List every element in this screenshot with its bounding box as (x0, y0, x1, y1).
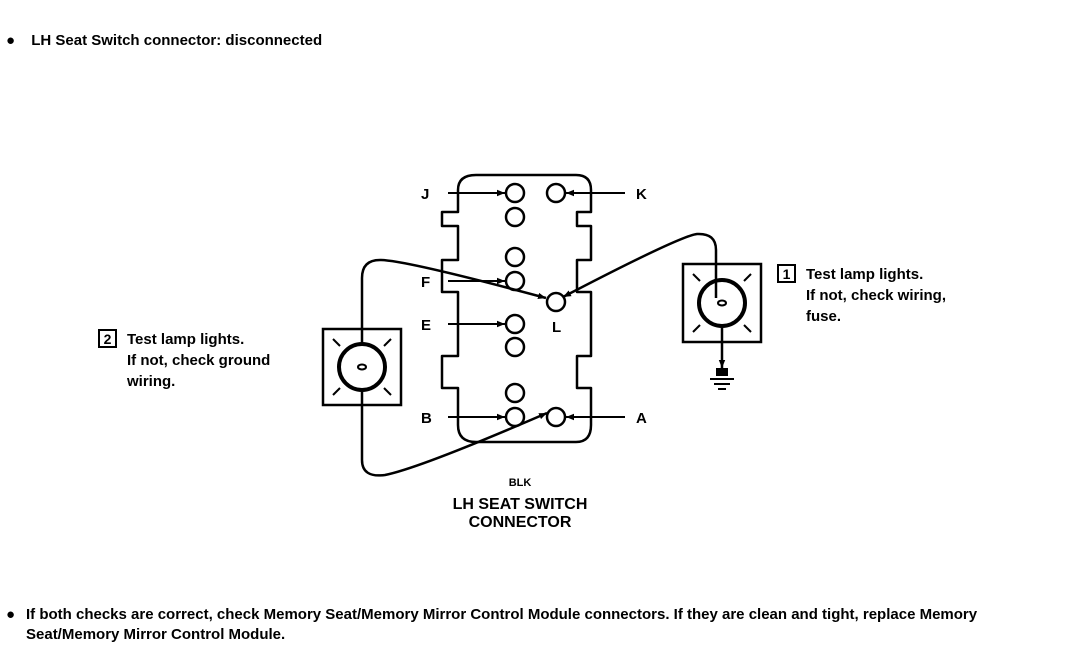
pin-j (504, 182, 526, 204)
pin-cavity (504, 382, 526, 404)
pin-label-l: L (552, 319, 561, 336)
step-number-box (98, 329, 117, 348)
connector-status-line: ● LH Seat Switch connector: disconnected (6, 32, 322, 49)
probe-wire-2-bottom (360, 388, 548, 477)
connector-status-text: LH Seat Switch connector: disconnected (31, 32, 323, 49)
pin-label-e: E (421, 317, 431, 334)
pin-a (545, 406, 567, 428)
pin-k (545, 182, 567, 204)
step-number-box (777, 264, 796, 283)
check2-line: Test lamp lights. (127, 331, 244, 348)
pin-label-k: K (636, 186, 647, 203)
final-instruction-text: If both checks are correct, check Memory… (26, 606, 978, 643)
pin-label-b: B (421, 410, 432, 427)
check1-line: fuse. (806, 308, 841, 325)
pin-cavities (504, 182, 567, 428)
check1-line: Test lamp lights. (806, 266, 923, 283)
pin-l (545, 291, 567, 313)
pin-e (504, 313, 526, 335)
pin-label-a: A (636, 410, 647, 427)
pin-cavity (504, 336, 526, 358)
final-instruction: ● If both checks are correct, check Memo… (6, 605, 1062, 645)
ground-symbol-icon (710, 326, 734, 390)
probe-wire-1 (562, 232, 718, 299)
bullet-icon: ● (6, 606, 16, 623)
step-number: 2 (104, 331, 112, 347)
pin-label-f: F (421, 274, 430, 291)
pin-label-j: J (421, 186, 429, 203)
check2-line: wiring. (126, 373, 175, 390)
probe-wire-2-top (360, 258, 547, 346)
bullet-icon: ● (6, 32, 16, 49)
pin-cavity (504, 246, 526, 268)
check2-line: If not, check ground (127, 352, 270, 369)
connector-color-code: BLK (509, 477, 532, 489)
connector-title: CONNECTOR (469, 514, 572, 531)
step-number: 1 (783, 266, 791, 282)
connector-housing (440, 173, 593, 444)
check1-line: If not, check wiring, (806, 287, 946, 304)
pin-cavity (504, 206, 526, 228)
connector-title: LH SEAT SWITCH (453, 496, 588, 513)
